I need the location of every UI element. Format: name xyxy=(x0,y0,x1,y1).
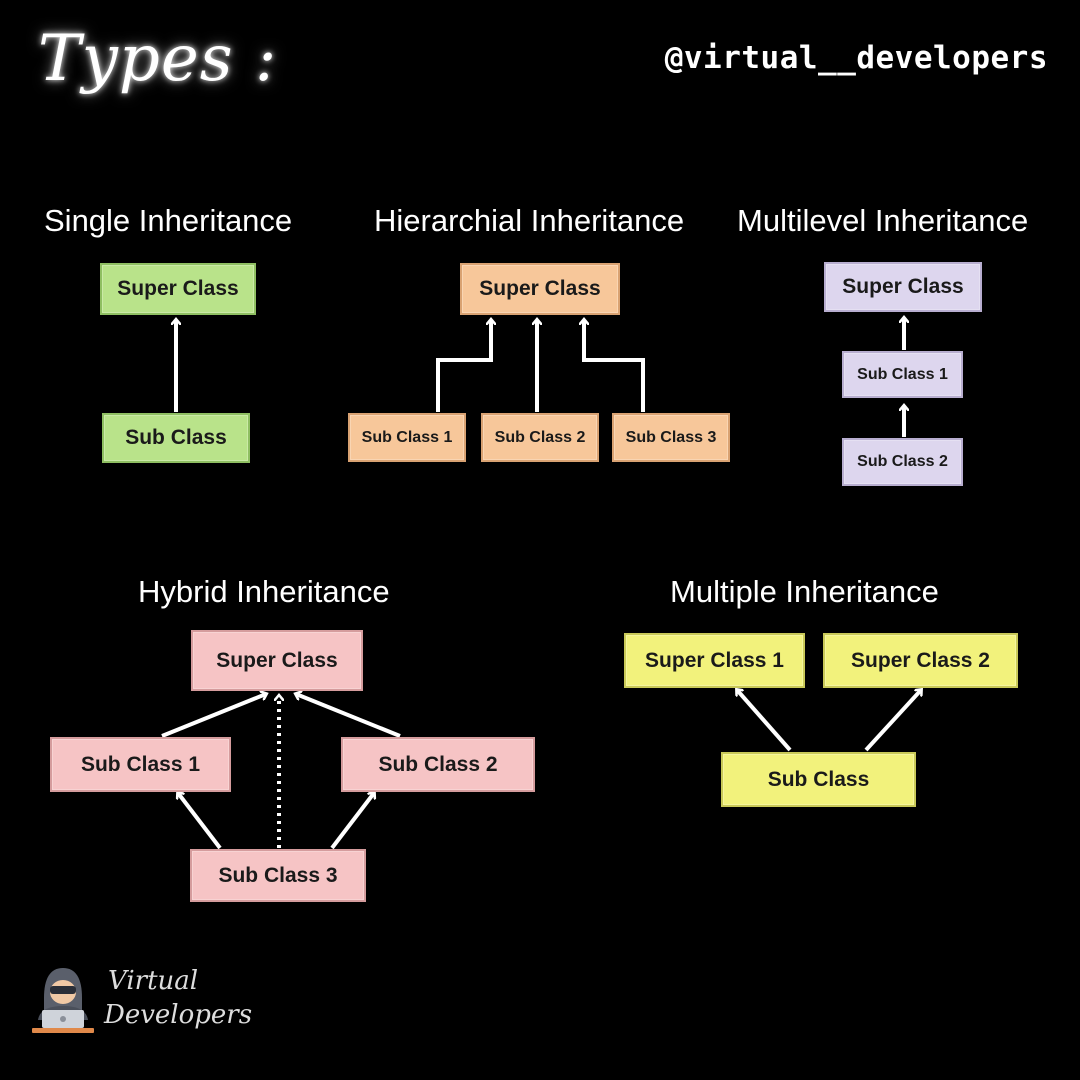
multiple-super-class-1: Super Class 1 xyxy=(624,633,805,688)
hacker-laptop-icon xyxy=(32,968,94,1033)
hybrid-sub-class-1: Sub Class 1 xyxy=(50,737,231,792)
page-title: Types : xyxy=(38,22,278,96)
hybrid-inheritance-label: Hybrid Inheritance xyxy=(138,574,390,609)
multiple-sub-class: Sub Class xyxy=(721,752,916,807)
hybrid-arrow-sub3-sub2 xyxy=(330,793,374,850)
single-sub-class: Sub Class xyxy=(102,413,250,463)
hybrid-super-class: Super Class xyxy=(191,630,363,691)
multiple-inheritance-label: Multiple Inheritance xyxy=(670,574,939,609)
hybrid-sub-class-2: Sub Class 2 xyxy=(341,737,535,792)
hybrid-arrow-sub2-super xyxy=(296,694,401,738)
hierarchical-inheritance-label: Hierarchial Inheritance xyxy=(374,203,685,238)
hybrid-arrow-sub3-sub1 xyxy=(178,793,222,850)
multilevel-super-class: Super Class xyxy=(824,262,982,312)
hier-arrow-3 xyxy=(584,320,645,412)
single-super-class: Super Class xyxy=(100,263,256,315)
hybrid-sub-class-3: Sub Class 3 xyxy=(190,849,366,902)
brand-line-2: Developers xyxy=(104,1000,253,1030)
multilevel-sub-class-1: Sub Class 1 xyxy=(842,351,963,398)
hier-sub-class-2: Sub Class 2 xyxy=(481,413,599,462)
hier-sub-class-3: Sub Class 3 xyxy=(612,413,730,462)
multilevel-inheritance-label: Multilevel Inheritance xyxy=(737,203,1029,238)
brand-wordmark: Virtual Developers xyxy=(104,964,252,1032)
single-inheritance-label: Single Inheritance xyxy=(44,203,293,238)
hier-sub-class-1: Sub Class 1 xyxy=(348,413,466,462)
multiple-super-class-2: Super Class 2 xyxy=(823,633,1018,688)
multilevel-sub-class-2: Sub Class 2 xyxy=(842,438,963,486)
multiple-arrow-2 xyxy=(864,690,921,752)
author-handle: @virtual__developers xyxy=(664,40,1048,76)
hybrid-arrow-sub1-super xyxy=(161,694,266,738)
hier-arrow-1 xyxy=(436,320,491,412)
brand-line-1: Virtual xyxy=(108,966,199,996)
multiple-arrow-1 xyxy=(737,690,792,752)
hier-super-class: Super Class xyxy=(460,263,620,315)
